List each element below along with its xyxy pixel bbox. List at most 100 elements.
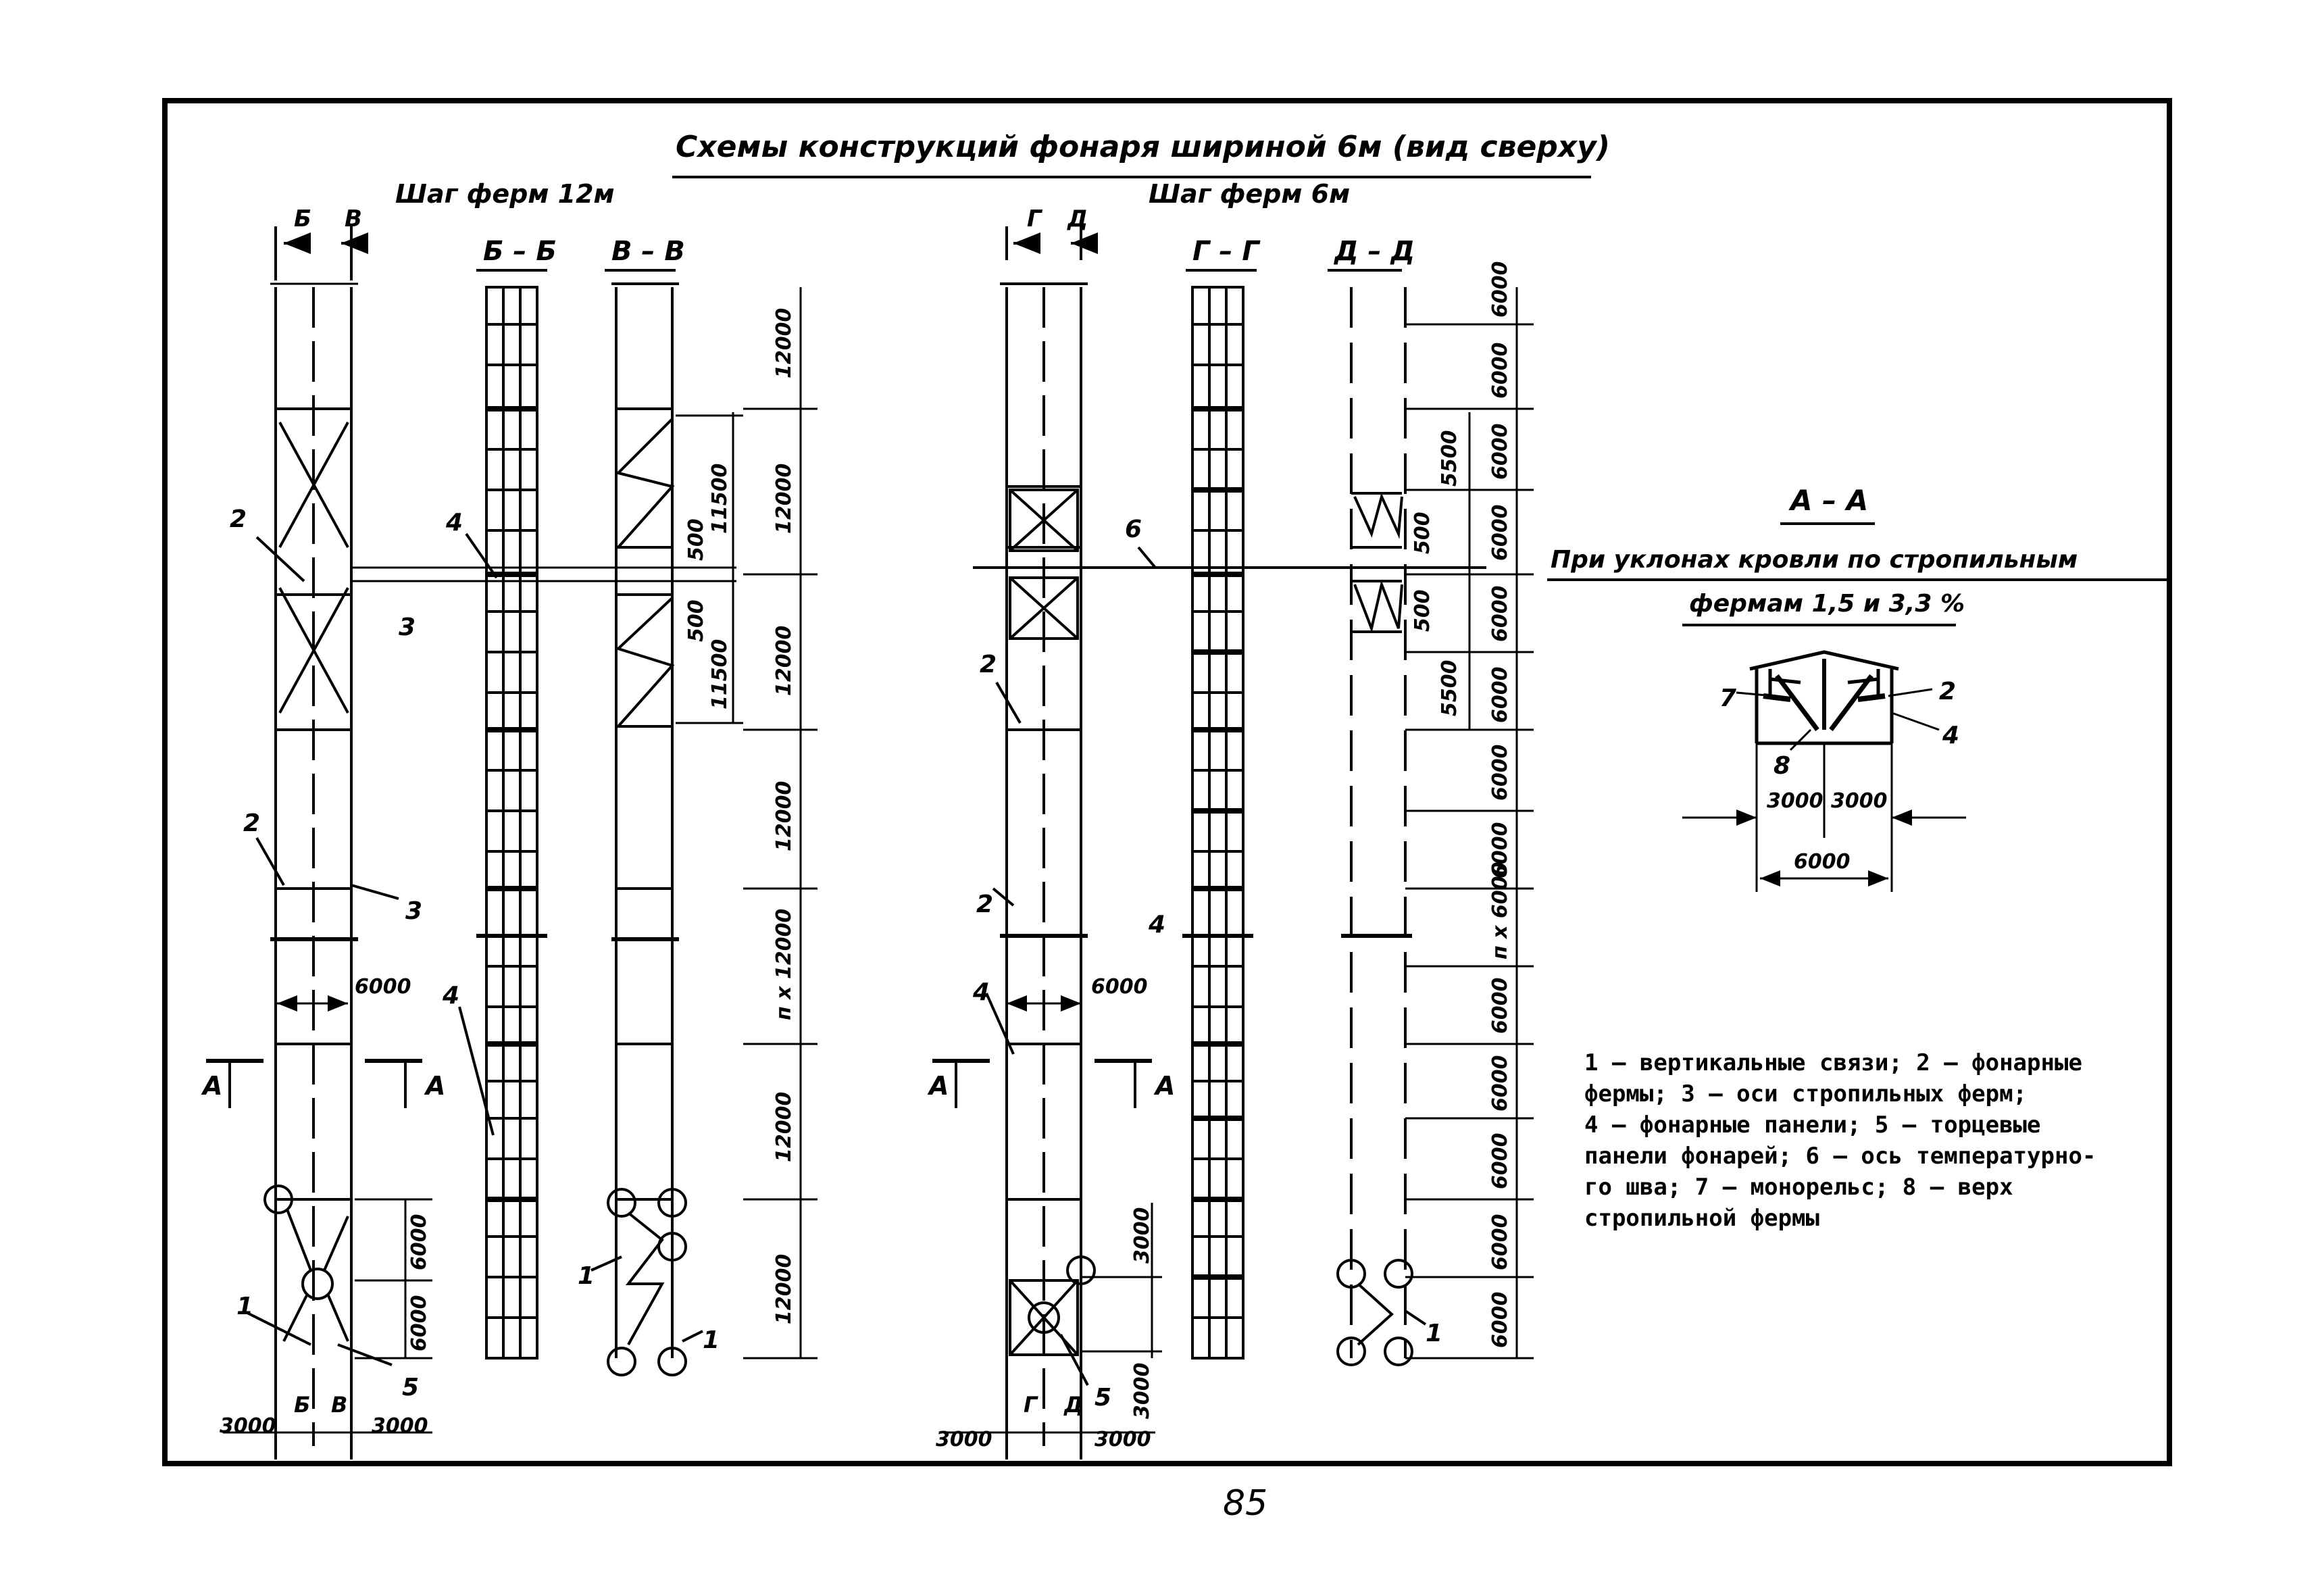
right-dim-6000-12: 6000	[1488, 1133, 1512, 1190]
legend-line-6: стропильной фермы	[1584, 1205, 1819, 1232]
right-dim-3000-bot: 3000	[1130, 1363, 1154, 1420]
right-dim-6000-2: 6000	[1488, 343, 1512, 399]
left-section-vv: В – В	[611, 236, 685, 267]
right-dim-5500-top: 5500	[1438, 430, 1461, 487]
right-section-gg: Г – Г	[1192, 236, 1261, 267]
left-callout-1: 1	[236, 1293, 253, 1320]
left-cut-b: Б	[294, 205, 311, 232]
right-dim-6000-6: 6000	[1488, 667, 1512, 724]
left-plan-view	[206, 226, 736, 1460]
left-section-vv-trusses	[590, 282, 703, 1376]
left-dim-3000-r: 3000	[372, 1414, 428, 1438]
right-dim-6000: 6000	[1091, 975, 1148, 999]
legend: 1 – вертикальные связи; 2 – фонарные фер…	[1584, 1047, 2159, 1234]
section-aa-dim-3000-l: 3000	[1767, 789, 1823, 813]
left-dim-12000-4: 12000	[772, 781, 796, 851]
right-callout-4a: 4	[972, 978, 990, 1006]
right-section-gg-panels	[1182, 286, 1253, 1360]
right-dim-6000-5: 6000	[1488, 586, 1512, 643]
left-dim-12000-7: 12000	[772, 1254, 796, 1324]
legend-line-2: фермы; 3 – оси стропильных ферм;	[1584, 1080, 2028, 1107]
left-dim-n12000: п х 12000	[772, 909, 796, 1020]
left-dim-3000-l: 3000	[220, 1414, 276, 1438]
right-dim-6000-14: 6000	[1488, 1292, 1512, 1349]
right-step-label: Шаг ферм 6м	[1149, 179, 1350, 209]
left-cut-v: В	[345, 205, 362, 232]
section-aa-callout-8: 8	[1774, 752, 1790, 780]
right-cut-g: Г	[1027, 205, 1043, 232]
right-dim-5500-bot: 5500	[1438, 660, 1461, 717]
right-callout-6: 6	[1125, 516, 1142, 543]
left-dim-6000: 6000	[355, 975, 411, 999]
left-callout-5: 5	[402, 1374, 419, 1401]
left-dim-11500-top: 11500	[708, 464, 732, 534]
right-callout-1: 1	[1426, 1320, 1442, 1347]
right-section-a-r: А	[1153, 1071, 1175, 1101]
right-dim-6000-3: 6000	[1488, 424, 1512, 480]
right-section-dd: Д – Д	[1333, 236, 1415, 267]
left-callout-3b: 3	[405, 897, 422, 925]
right-callout-2a: 2	[980, 651, 997, 678]
left-dim-12000-1: 12000	[772, 308, 796, 378]
right-bottom-cut-g: Г	[1024, 1392, 1038, 1418]
left-dim-12000-3: 12000	[772, 626, 796, 696]
section-aa-dim-3000-r: 3000	[1831, 789, 1888, 813]
left-callout-1c: 1	[703, 1326, 720, 1354]
legend-line-3: 4 – фонарные панели; 5 – торцевые	[1584, 1112, 2041, 1139]
right-cut-d: Д	[1067, 205, 1088, 232]
right-section-a-l: А	[927, 1071, 949, 1101]
right-plan-view	[932, 226, 1486, 1460]
section-aa-dim-6000: 6000	[1794, 850, 1851, 874]
left-callout-1b: 1	[578, 1262, 595, 1290]
right-callout-5: 5	[1095, 1384, 1111, 1412]
right-section-dd-trusses	[1336, 287, 1427, 1366]
section-aa-callout-7: 7	[1719, 684, 1736, 712]
drawing-frame	[162, 98, 2172, 1466]
legend-line-4: панели фонарей; 6 – ось температурно-	[1584, 1143, 2096, 1170]
left-bottom-cut-b: Б	[294, 1392, 310, 1418]
section-aa-caption-2: фермам 1,5 и 3,3 %	[1689, 590, 1965, 618]
left-section-a-l: А	[201, 1071, 222, 1101]
right-dim-500-top: 500	[1411, 512, 1434, 554]
right-dim-6000-4: 6000	[1488, 505, 1512, 562]
left-section-bb-panels	[458, 286, 547, 1360]
left-dim-500-top: 500	[684, 518, 708, 561]
legend-line-1: 1 – вертикальные связи; 2 – фонарные	[1584, 1049, 2082, 1076]
left-callout-4b: 4	[442, 982, 459, 1009]
left-callout-4a: 4	[445, 509, 463, 537]
right-callout-2b: 2	[976, 891, 993, 918]
right-dim-6000-13: 6000	[1488, 1214, 1512, 1271]
section-aa-truss	[1682, 650, 1966, 892]
left-dim-11500-bot: 11500	[708, 639, 732, 709]
right-dim-500-bot: 500	[1411, 589, 1434, 632]
right-callout-4b: 4	[1148, 911, 1165, 939]
left-step-label: Шаг ферм 12м	[395, 179, 615, 209]
left-callout-2b: 2	[243, 809, 260, 837]
section-aa-title: А – А	[1788, 484, 1868, 517]
right-dim-n6000: п х 6000	[1488, 862, 1512, 959]
right-dim-6000-1: 6000	[1488, 261, 1512, 318]
section-aa-callout-2: 2	[1939, 678, 1956, 705]
left-dim-6000-b: 6000	[407, 1295, 431, 1352]
left-dim-500-bot: 500	[684, 599, 708, 642]
drawing-title: Схемы конструкций фонаря шириной 6м (вид…	[676, 130, 1610, 164]
left-dim-6000-a: 6000	[407, 1214, 431, 1271]
legend-line-5: го шва; 7 – монорельс; 8 – верх	[1584, 1174, 2013, 1201]
right-dim-chain	[1405, 287, 1534, 1360]
left-callout-3a: 3	[399, 614, 416, 641]
right-bottom-cut-d: Д	[1063, 1392, 1084, 1418]
left-bottom-cut-v: В	[331, 1392, 347, 1418]
left-section-a-r: А	[424, 1071, 445, 1101]
page-number: 85	[1223, 1483, 1268, 1524]
left-callout-2a: 2	[230, 505, 247, 533]
left-dim-12000-2: 12000	[772, 464, 796, 534]
section-aa-callout-4: 4	[1942, 722, 1959, 749]
right-dim-3000-r: 3000	[1095, 1428, 1151, 1451]
left-section-bb: Б – Б	[483, 236, 557, 267]
right-dim-3000-top: 3000	[1130, 1207, 1154, 1264]
right-dim-3000-l: 3000	[936, 1428, 992, 1451]
right-dim-6000-11: 6000	[1488, 1055, 1512, 1112]
right-dim-6000-10: 6000	[1488, 978, 1512, 1034]
right-dim-6000-8: 6000	[1488, 822, 1512, 879]
